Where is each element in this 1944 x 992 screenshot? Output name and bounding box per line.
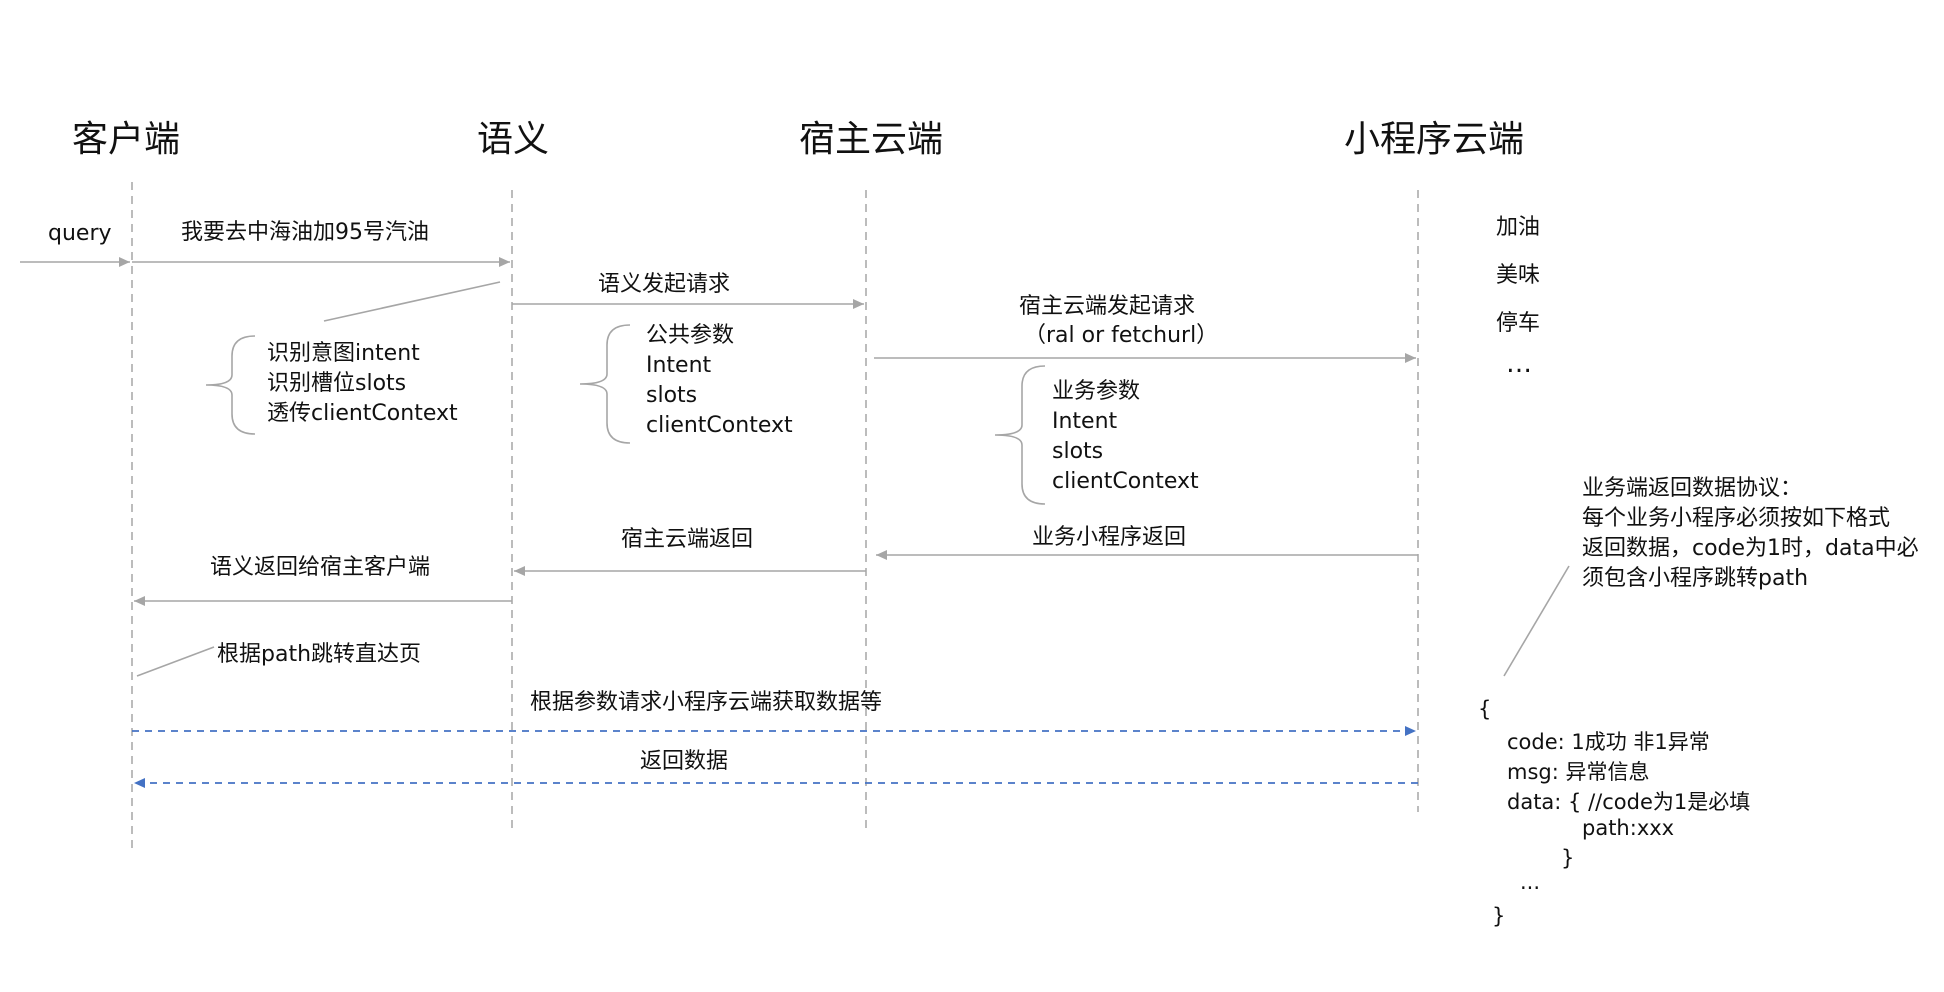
lane-header-mini-cloud: 小程序云端	[1344, 119, 1525, 160]
label-user-utterance: 我要去中海油加95号汽油	[181, 220, 429, 245]
code-line-msg: msg: 异常信息	[1507, 760, 1650, 784]
business-params-title: 业务参数	[1052, 379, 1141, 404]
brace-business-params	[994, 365, 1046, 505]
semantic-task-client-context: 透传clientContext	[267, 401, 458, 426]
label-semantic-return: 语义返回给宿主客户端	[210, 555, 431, 580]
semantic-task-slots: 识别槽位slots	[267, 371, 407, 396]
code-line-code: code: 1成功 非1异常	[1507, 730, 1710, 754]
label-request-mini-cloud: 根据参数请求小程序云端获取数据等	[530, 690, 883, 715]
semantic-task-intent: 识别意图intent	[267, 341, 420, 366]
code-ellipsis: ...	[1520, 870, 1541, 894]
public-param-intent: Intent	[646, 353, 712, 378]
label-jump: 根据path跳转直达页	[217, 642, 422, 667]
mini-program-parking: 停车	[1496, 311, 1541, 336]
code-line-path: path:xxx	[1582, 816, 1675, 840]
lane-header-client: 客户端	[72, 119, 181, 160]
business-param-slots: slots	[1052, 439, 1104, 464]
label-query: query	[48, 221, 112, 246]
label-semantic-request: 语义发起请求	[598, 272, 731, 297]
lane-header-host-cloud: 宿主云端	[799, 119, 944, 160]
lane-header-semantic: 语义	[477, 119, 550, 160]
label-host-return: 宿主云端返回	[621, 527, 754, 552]
protocol-note-line-1: 业务端返回数据协议：	[1582, 476, 1803, 501]
brace-public-params	[579, 324, 631, 444]
callout-semantic-tasks	[323, 281, 501, 322]
code-open-brace: {	[1478, 697, 1492, 721]
label-host-request-line2: （ral or fetchurl）	[1024, 323, 1219, 348]
mini-program-fuel: 加油	[1496, 215, 1541, 240]
label-return-data: 返回数据	[640, 749, 729, 774]
callout-jump	[136, 646, 215, 677]
code-line-data: data: { //code为1是必填	[1507, 790, 1751, 814]
public-params: 公共参数 Intent slots clientContext	[646, 321, 793, 441]
protocol-note-line-4: 须包含小程序跳转path	[1582, 566, 1809, 591]
public-param-client-context: clientContext	[646, 413, 793, 438]
protocol-note-line-2: 每个业务小程序必须按如下格式	[1582, 506, 1891, 531]
semantic-tasks: 识别意图intent 识别槽位slots 透传clientContext	[267, 339, 458, 429]
callout-protocol	[1503, 565, 1570, 677]
public-param-slots: slots	[646, 383, 698, 408]
label-business-return: 业务小程序返回	[1032, 525, 1187, 550]
mini-program-more: …	[1506, 349, 1532, 379]
brace-semantic-tasks	[205, 335, 256, 435]
business-params: 业务参数 Intent slots clientContext	[1052, 377, 1199, 497]
code-close-brace: }	[1492, 904, 1506, 928]
business-param-client-context: clientContext	[1052, 469, 1199, 494]
protocol-note: 业务端返回数据协议： 每个业务小程序必须按如下格式 返回数据，code为1时，d…	[1582, 474, 1919, 594]
public-params-title: 公共参数	[646, 323, 735, 348]
protocol-note-line-3: 返回数据，code为1时，data中必	[1582, 536, 1919, 561]
code-data-close-brace: }	[1561, 846, 1575, 870]
label-host-request-line1: 宿主云端发起请求	[1019, 294, 1196, 319]
mini-program-food: 美味	[1496, 263, 1541, 288]
business-param-intent: Intent	[1052, 409, 1118, 434]
